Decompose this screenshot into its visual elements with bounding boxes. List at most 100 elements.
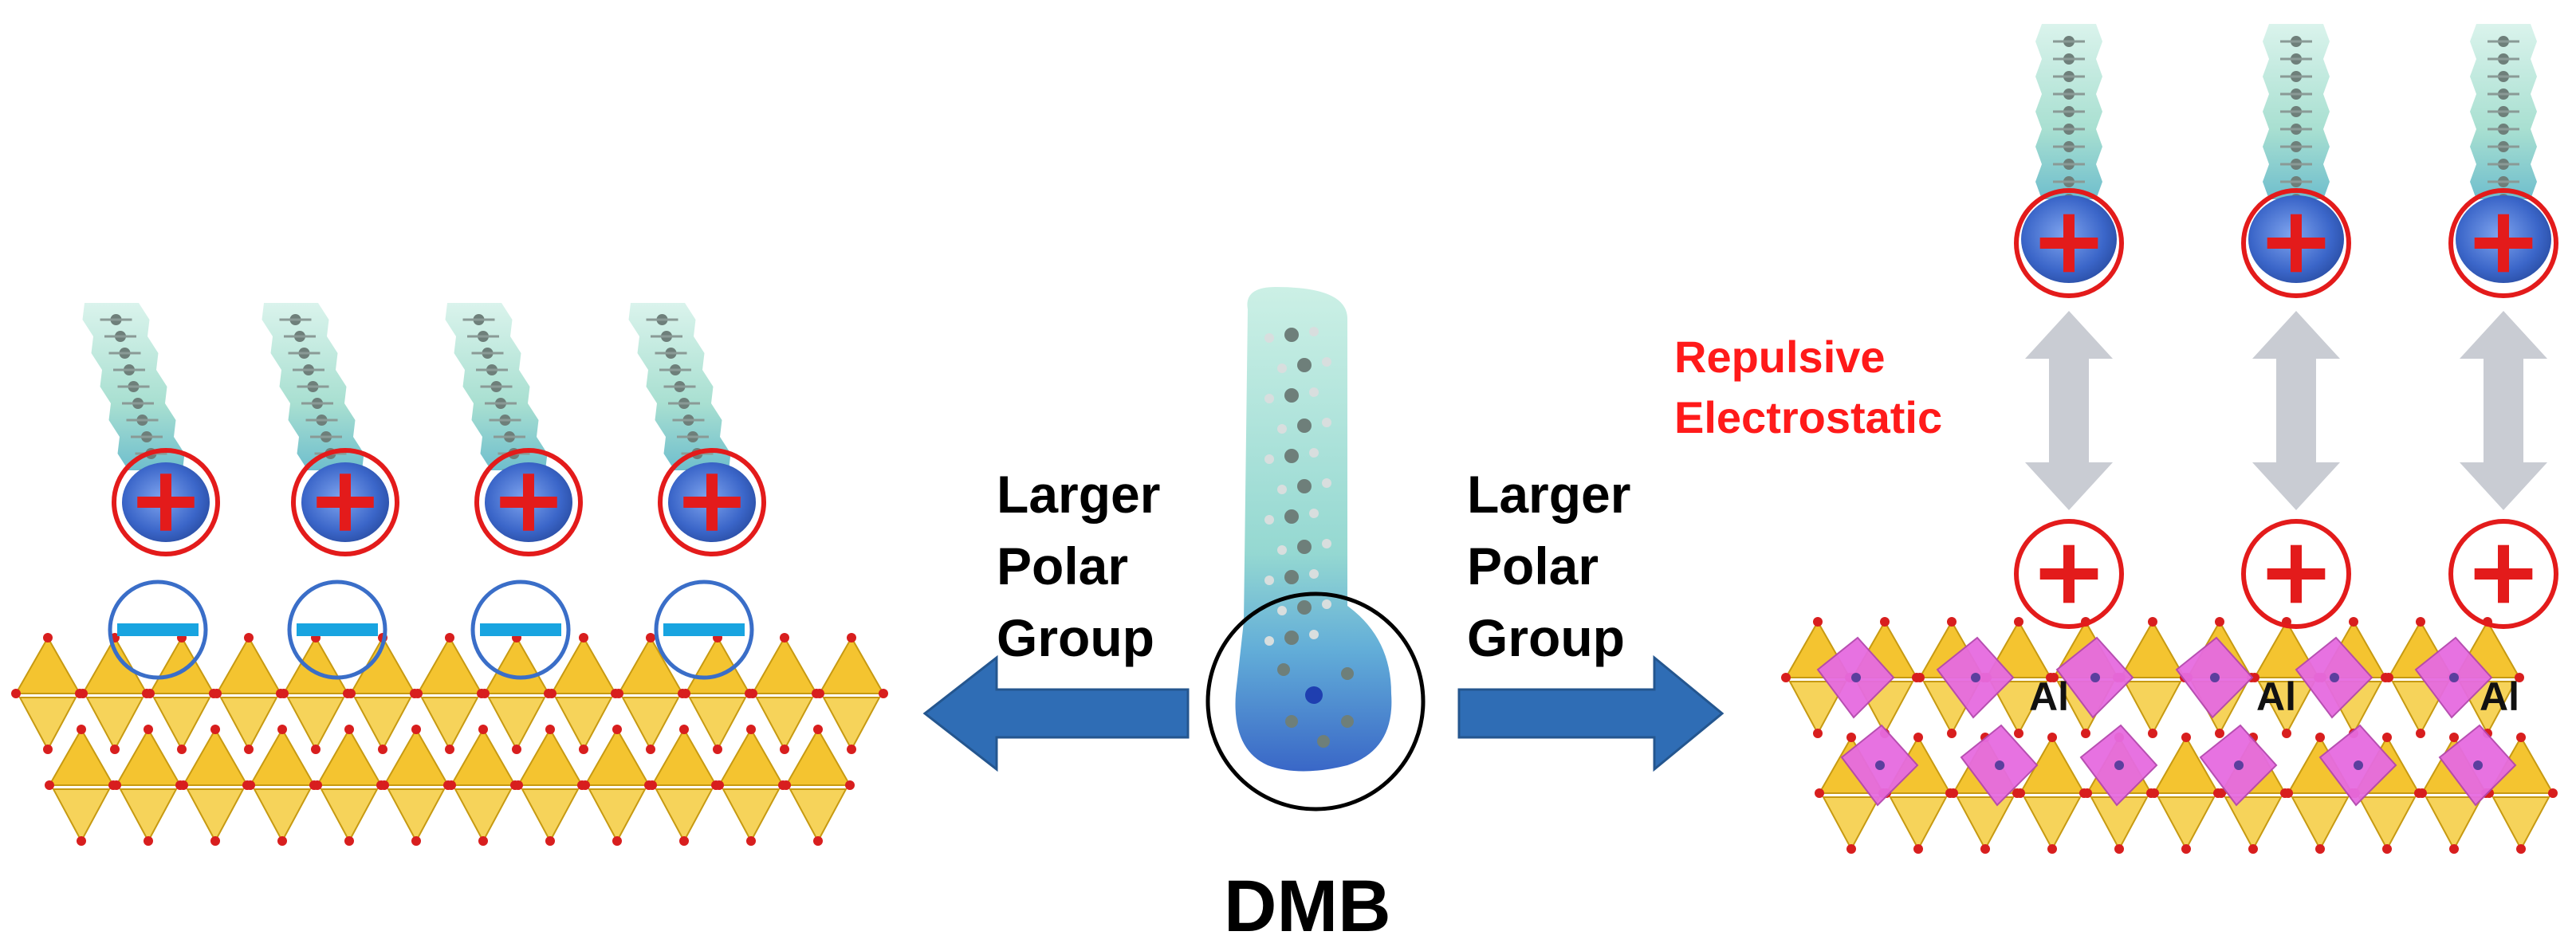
oxygen-atom — [478, 725, 488, 734]
aluminum-atom — [1851, 673, 1861, 682]
oxygen-atom — [212, 689, 222, 698]
oxygen-atom — [2181, 733, 2191, 742]
oxygen-atom — [144, 725, 153, 734]
tetrahedron — [219, 697, 278, 752]
oxygen-atom — [545, 836, 555, 846]
oxygen-atom — [879, 689, 888, 698]
oxygen-atom — [2384, 673, 2393, 682]
tetrahedron — [2224, 796, 2283, 851]
plus-sign — [523, 474, 534, 531]
oxygen-atom — [1913, 733, 1923, 742]
dmb-label: DMB — [1224, 866, 1391, 947]
oxygen-atom — [77, 836, 86, 846]
oxygen-atom — [2081, 729, 2090, 738]
carbon-atom — [1341, 667, 1354, 680]
tetrahedron — [186, 788, 245, 843]
tetrahedron — [2425, 796, 2484, 851]
right-larger-polar-group-label: Larger Polar Group — [1467, 458, 1630, 674]
hydrogen-atom — [1277, 606, 1287, 615]
left-label-line-1: Larger — [997, 465, 1161, 524]
aluminum-atom — [2090, 673, 2100, 682]
minus-sign — [117, 623, 199, 636]
tetrahedron — [822, 697, 881, 752]
al-label-1: Al — [2029, 674, 2069, 719]
oxygen-atom — [646, 633, 655, 643]
plus-sign — [2498, 214, 2509, 273]
tetrahedron — [1889, 796, 1948, 851]
plus-sign — [2063, 544, 2075, 603]
oxygen-atom — [612, 836, 622, 846]
oxygen-atom — [378, 745, 387, 754]
tetrahedron — [755, 697, 814, 752]
aluminum-atom — [1875, 760, 1885, 770]
positive-charge-ring — [112, 448, 220, 556]
right-label-line-3: Group — [1467, 608, 1625, 667]
oxygen-atom — [614, 689, 623, 698]
plus-sign — [2291, 544, 2302, 603]
oxygen-atom — [679, 725, 689, 734]
oxygen-atom — [43, 745, 53, 754]
positive-charge-ring — [291, 448, 399, 556]
tetrahedron — [182, 727, 249, 786]
negative-charge-ring — [654, 580, 754, 680]
aluminum-atom — [2354, 760, 2363, 770]
oxygen-atom — [681, 689, 690, 698]
oxygen-atom — [480, 689, 490, 698]
oxygen-atom — [2349, 617, 2358, 627]
positive-charge-ring — [474, 448, 583, 556]
tetrahedron — [621, 697, 680, 752]
left-label-line-3: Group — [997, 608, 1154, 667]
oxygen-atom — [714, 780, 724, 790]
oxygen-atom — [847, 633, 856, 643]
oxygen-atom — [1947, 729, 1957, 738]
tetrahedron — [1822, 796, 1881, 851]
positive-charge-ring — [2014, 519, 2124, 629]
oxygen-atom — [2283, 788, 2293, 798]
hydrogen-atom — [1277, 424, 1287, 434]
oxygen-atom — [277, 836, 287, 846]
right-aluminosilicate-lattice — [1781, 617, 2558, 854]
tetrahedron — [2090, 796, 2149, 851]
plus-sign — [706, 474, 718, 531]
oxygen-atom — [2382, 844, 2392, 854]
oxygen-atom — [1915, 673, 1925, 682]
aluminum-atom — [2210, 673, 2220, 682]
tetrahedron — [2123, 681, 2182, 736]
tetrahedron — [286, 697, 345, 752]
oxygen-atom — [512, 745, 521, 754]
oxygen-atom — [179, 780, 188, 790]
oxygen-atom — [679, 836, 689, 846]
carbon-atom — [1284, 570, 1299, 584]
oxygen-atom — [2014, 617, 2023, 627]
oxygen-atom — [2416, 729, 2425, 738]
carbon-atom — [1317, 735, 1330, 748]
negative-charge-ring — [287, 580, 387, 680]
oxygen-atom — [1846, 844, 1856, 854]
carbon-atom — [1284, 509, 1299, 524]
carbon-atom — [1297, 540, 1312, 554]
right-label-line-1: Larger — [1467, 465, 1631, 524]
oxygen-atom — [210, 725, 220, 734]
tetrahedron — [152, 697, 211, 752]
oxygen-atom — [2282, 729, 2291, 738]
al-label-2: Al — [2256, 674, 2296, 719]
left-surfactant-molecules — [82, 303, 766, 680]
oxygen-atom — [311, 745, 321, 754]
right-arrow — [1457, 654, 1725, 772]
tetrahedron — [584, 727, 651, 786]
oxygen-atom — [1813, 729, 1823, 738]
oxygen-atom — [2382, 733, 2392, 742]
tetrahedron — [215, 635, 282, 694]
double-headed-arrow — [2025, 311, 2113, 510]
tetrahedron — [2257, 681, 2316, 736]
hydrogen-atom — [1309, 327, 1319, 336]
repulsion-arrows — [2025, 311, 2547, 510]
oxygen-atom — [2215, 617, 2224, 627]
carbon-atom — [1284, 328, 1299, 342]
oxygen-atom — [579, 745, 588, 754]
tetrahedron — [14, 635, 81, 694]
tetrahedron — [253, 788, 312, 843]
minus-sign — [297, 623, 378, 636]
hydrogen-atom — [1277, 485, 1287, 494]
negative-charge-ring — [470, 580, 571, 680]
